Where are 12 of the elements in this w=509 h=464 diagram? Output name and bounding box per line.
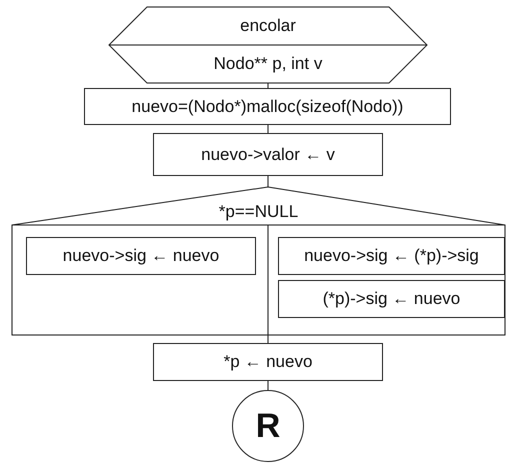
process-box: (*p)->sig ← nuevo [278,280,505,318]
return-circle: R [232,390,304,462]
function-name: encolar [239,16,297,36]
decision-block [12,187,505,335]
process-box: nuevo=(Nodo*)malloc(sizeof(Nodo)) [84,88,451,125]
process-box: nuevo->sig ← nuevo [26,237,256,275]
process-box: nuevo->valor ← v [153,133,383,176]
process-box: nuevo->sig ← (*p)->sig [278,237,505,275]
parameter-list: Nodo** p, int v [109,54,427,74]
start-hexagon [109,7,427,83]
condition-label: *p==NULL [218,202,300,222]
process-box: *p ← nuevo [153,343,383,381]
